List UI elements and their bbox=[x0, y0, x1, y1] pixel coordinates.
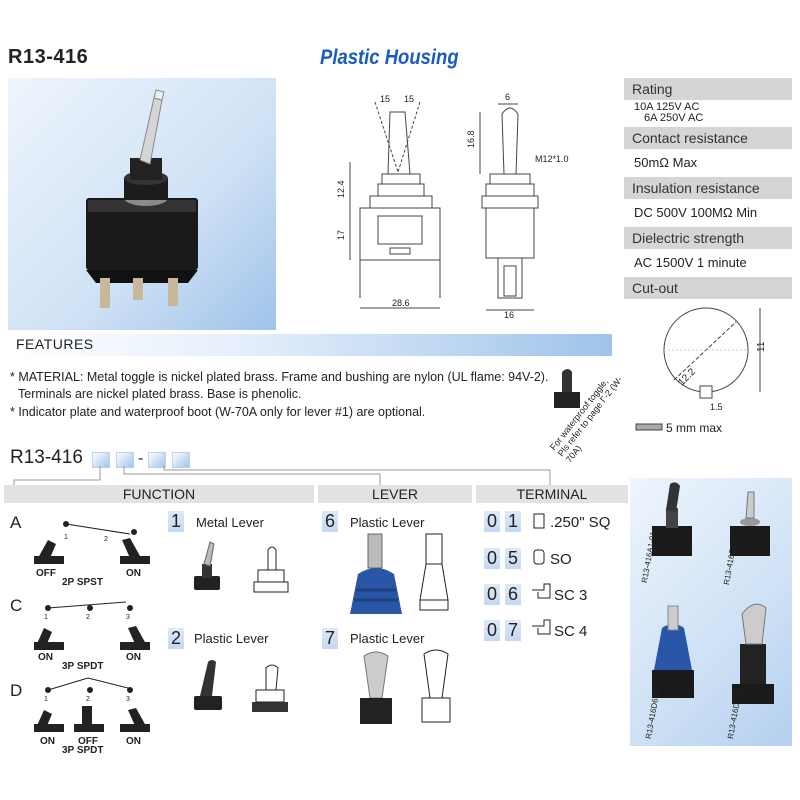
lever-2-images bbox=[194, 660, 288, 712]
function-letter-a: A bbox=[10, 513, 22, 532]
rating-heading: Rating bbox=[624, 78, 792, 100]
terminal-01-code: 0 1 bbox=[484, 511, 522, 532]
features-bar bbox=[8, 334, 612, 356]
terminal-06-code: 0 6 bbox=[484, 584, 522, 605]
code-box-4 bbox=[172, 452, 190, 468]
contact-heading: Contact resistance bbox=[624, 127, 792, 149]
function-a-type: 2P SPST bbox=[62, 577, 103, 588]
function-a-diagram bbox=[34, 521, 150, 564]
code-box-1 bbox=[92, 452, 110, 468]
lever-1-num: 1 bbox=[168, 511, 185, 532]
terminal-01-name: .250" SQ bbox=[550, 514, 611, 531]
lever-7-num: 7 bbox=[322, 628, 339, 649]
function-d-s3: ON bbox=[126, 736, 141, 747]
lever-6-images bbox=[350, 533, 449, 614]
features-title: FEATURES bbox=[16, 336, 94, 352]
product-photo-switch bbox=[86, 89, 198, 308]
contact-value: 50mΩ Max bbox=[634, 155, 698, 170]
code-dash: - bbox=[138, 450, 144, 467]
function-c-c3: 3 bbox=[126, 614, 130, 621]
lever-2-num: 2 bbox=[168, 628, 185, 649]
function-c-s1: ON bbox=[38, 652, 53, 663]
model-title: R13-416 bbox=[8, 46, 89, 68]
terminal-06-name: SC 3 bbox=[554, 587, 588, 604]
function-c-c2: 2 bbox=[86, 614, 90, 621]
dim-16-8: 16.8 bbox=[466, 130, 476, 148]
lever-6-name: Plastic Lever bbox=[350, 515, 425, 530]
dim-17: 17 bbox=[336, 230, 346, 240]
boot-icon bbox=[554, 369, 580, 408]
cutout-height: 11 bbox=[756, 341, 767, 352]
function-d-s1: ON bbox=[40, 736, 55, 747]
spec-panel: Rating 10A 125V AC 6A 250V AC Contact re… bbox=[624, 78, 792, 299]
dielectric-heading: Dielectric strength bbox=[624, 227, 792, 249]
housing-subtitle: Plastic Housing bbox=[320, 46, 459, 69]
lever-1-name: Metal Lever bbox=[196, 515, 264, 530]
function-letter-d: D bbox=[10, 681, 23, 700]
dim-12-4: 12.4 bbox=[336, 180, 346, 198]
function-c-diagram bbox=[34, 601, 150, 650]
dim-16: 16 bbox=[504, 310, 514, 320]
terminal-07-name: SC 4 bbox=[554, 623, 588, 640]
panel-thickness: 5 mm max bbox=[666, 421, 722, 435]
code-box-3 bbox=[148, 452, 166, 468]
dim-6: 6 bbox=[505, 92, 510, 102]
function-a-s2: ON bbox=[126, 568, 141, 579]
feature-line-3: * Indicator plate and waterproof boot (W… bbox=[10, 405, 426, 419]
function-c-c1: 1 bbox=[44, 614, 48, 621]
dielectric-value: AC 1500V 1 minute bbox=[634, 255, 747, 270]
terminal-07-code: 0 7 bbox=[484, 620, 522, 641]
function-c-s2: ON bbox=[126, 652, 141, 663]
sample-photos-switches bbox=[652, 482, 774, 704]
function-a-s1: OFF bbox=[36, 568, 56, 579]
dim-28-6: 28.6 bbox=[392, 298, 410, 308]
lever-1-images bbox=[194, 541, 289, 593]
function-a-c2: 2 bbox=[104, 536, 108, 543]
function-a-c1: 1 bbox=[64, 534, 68, 541]
terminal-icons bbox=[532, 513, 551, 635]
cutout-drawing: 12.2 11 1.5 5 mm max bbox=[635, 307, 767, 435]
cutout-heading: Cut-out bbox=[624, 277, 792, 299]
rating-value-1: 10A 125V AC bbox=[634, 101, 700, 113]
cutout-width: 1.5 bbox=[710, 402, 723, 412]
lever-7-name: Plastic Lever bbox=[350, 631, 425, 646]
insulation-value: DC 500V 100MΩ Min bbox=[634, 205, 758, 220]
function-c-type: 3P SPDT bbox=[62, 661, 104, 672]
feature-line-2: Terminals are nickel plated brass. Base … bbox=[18, 387, 302, 401]
dim-15a: 15 bbox=[380, 94, 390, 104]
function-d-c1: 1 bbox=[44, 696, 48, 703]
rating-value-2: 6A 250V AC bbox=[644, 112, 704, 124]
lever-6-num: 6 bbox=[322, 511, 339, 532]
terminal-05-code: 0 5 bbox=[484, 548, 522, 569]
dim-15b: 15 bbox=[404, 94, 414, 104]
lever-header: LEVER bbox=[318, 485, 472, 503]
terminal-header: TERMINAL bbox=[476, 485, 628, 503]
feature-line-1: * MATERIAL: Metal toggle is nickel plate… bbox=[10, 370, 549, 384]
function-header: FUNCTION bbox=[4, 485, 314, 503]
dim-thread: M12*1.0 bbox=[535, 154, 569, 164]
order-code: R13-416 bbox=[10, 447, 83, 468]
technical-drawing: 15 15 6 16.8 M12*1.0 12.4 17 28.6 16 bbox=[336, 92, 569, 320]
terminal-05-name: SO bbox=[550, 551, 572, 568]
function-d-s2: OFF bbox=[78, 736, 98, 747]
code-box-2 bbox=[116, 452, 134, 468]
function-d-diagram bbox=[34, 677, 150, 732]
lever-2-name: Plastic Lever bbox=[194, 631, 269, 646]
function-d-type: 3P SPDT bbox=[62, 745, 104, 756]
lever-7-images bbox=[360, 649, 451, 724]
function-d-c3: 3 bbox=[126, 696, 130, 703]
insulation-heading: Insulation resistance bbox=[624, 177, 792, 199]
function-d-c2: 2 bbox=[86, 696, 90, 703]
function-letter-c: C bbox=[10, 596, 23, 615]
